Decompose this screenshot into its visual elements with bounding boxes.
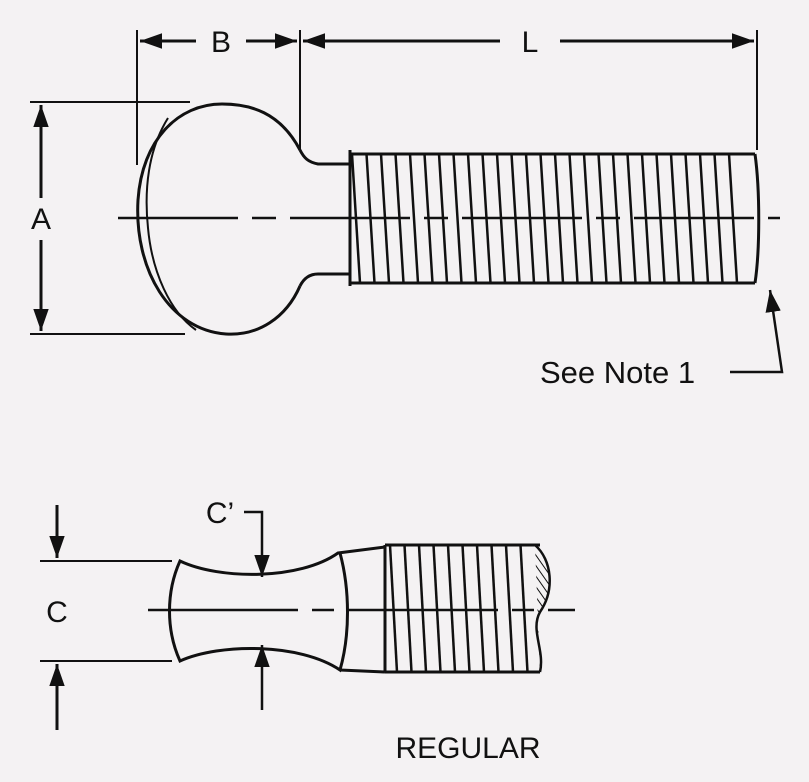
dimension-label-a: A xyxy=(31,203,51,236)
dimension-label-b: B xyxy=(211,26,231,59)
thread-line xyxy=(490,544,500,673)
note-leader xyxy=(730,289,784,374)
break-line-hatch xyxy=(534,544,551,673)
dimension-label-c-prime: C’ xyxy=(206,497,234,530)
thread-line xyxy=(403,544,413,673)
view-caption: REGULAR xyxy=(395,732,540,765)
see-note-text: See Note 1 xyxy=(540,355,695,390)
head-top-view-outline xyxy=(168,551,349,673)
thread-line xyxy=(446,544,457,673)
thread-line xyxy=(504,544,515,673)
head-top-view-collar-top xyxy=(337,545,386,555)
thread-line xyxy=(475,544,486,673)
thread-line xyxy=(626,153,637,284)
thread-line xyxy=(432,544,442,673)
thread-line xyxy=(452,153,463,284)
screw-neck-bottom xyxy=(298,272,350,287)
side-view xyxy=(30,30,784,374)
screw-neck-top xyxy=(298,149,350,166)
top-view xyxy=(40,505,575,730)
screw-head-inner-edge xyxy=(145,117,197,331)
dimension-label-l: L xyxy=(522,26,539,59)
head-top-view-collar-bottom xyxy=(339,668,386,674)
thread-lines-top-view xyxy=(388,544,529,673)
thread-line xyxy=(519,544,529,673)
dimension-c-prime-top-arrow xyxy=(244,510,270,577)
thread-line xyxy=(408,153,420,284)
thread-line xyxy=(417,544,428,673)
screw-head-outline xyxy=(136,102,302,336)
thread-end xyxy=(753,153,761,284)
dimension-label-c: C xyxy=(46,596,68,629)
thread-line xyxy=(461,544,471,673)
thread-line xyxy=(582,153,594,284)
thread-line xyxy=(388,544,399,673)
